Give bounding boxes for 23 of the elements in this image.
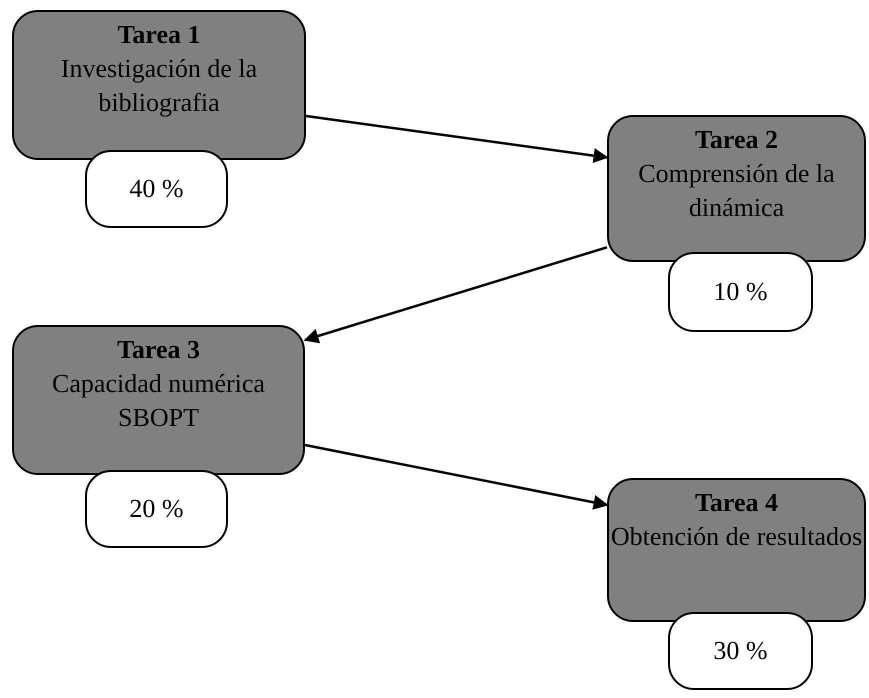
- percentage-box: [85, 470, 228, 548]
- percentage-label: 20 %: [129, 493, 184, 525]
- arrow: [304, 246, 608, 344]
- task-box: [12, 10, 306, 160]
- task-description: Comprensión de la dinámica: [637, 158, 836, 224]
- task-title: Tarea 1: [117, 19, 201, 51]
- percentage-box: [85, 150, 228, 228]
- task-box: [12, 325, 305, 475]
- task-title: Tarea 3: [116, 334, 200, 366]
- task-box: [607, 115, 866, 262]
- percentage-label: 40 %: [129, 173, 184, 205]
- task-title: Tarea 2: [694, 124, 778, 156]
- percentage-label: 30 %: [713, 635, 768, 667]
- arrow: [306, 114, 608, 164]
- task-description: Investigación de la bibliografia: [60, 53, 258, 119]
- task-description: Obtención de resultados: [610, 521, 862, 553]
- arrow: [304, 444, 608, 510]
- task-title: Tarea 4: [694, 487, 778, 519]
- percentage-box: [668, 252, 813, 332]
- task-box: [607, 478, 866, 622]
- percentage-label: 10 %: [713, 276, 768, 308]
- task-description: Capacidad numérica SBOPT: [51, 368, 266, 434]
- percentage-box: [668, 612, 813, 690]
